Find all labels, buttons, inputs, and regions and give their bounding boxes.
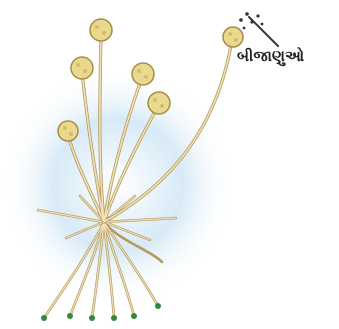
label-pointer <box>249 17 278 46</box>
spores-label: બીજાણુઓ <box>237 47 304 65</box>
rhizoid-tips <box>41 303 161 321</box>
